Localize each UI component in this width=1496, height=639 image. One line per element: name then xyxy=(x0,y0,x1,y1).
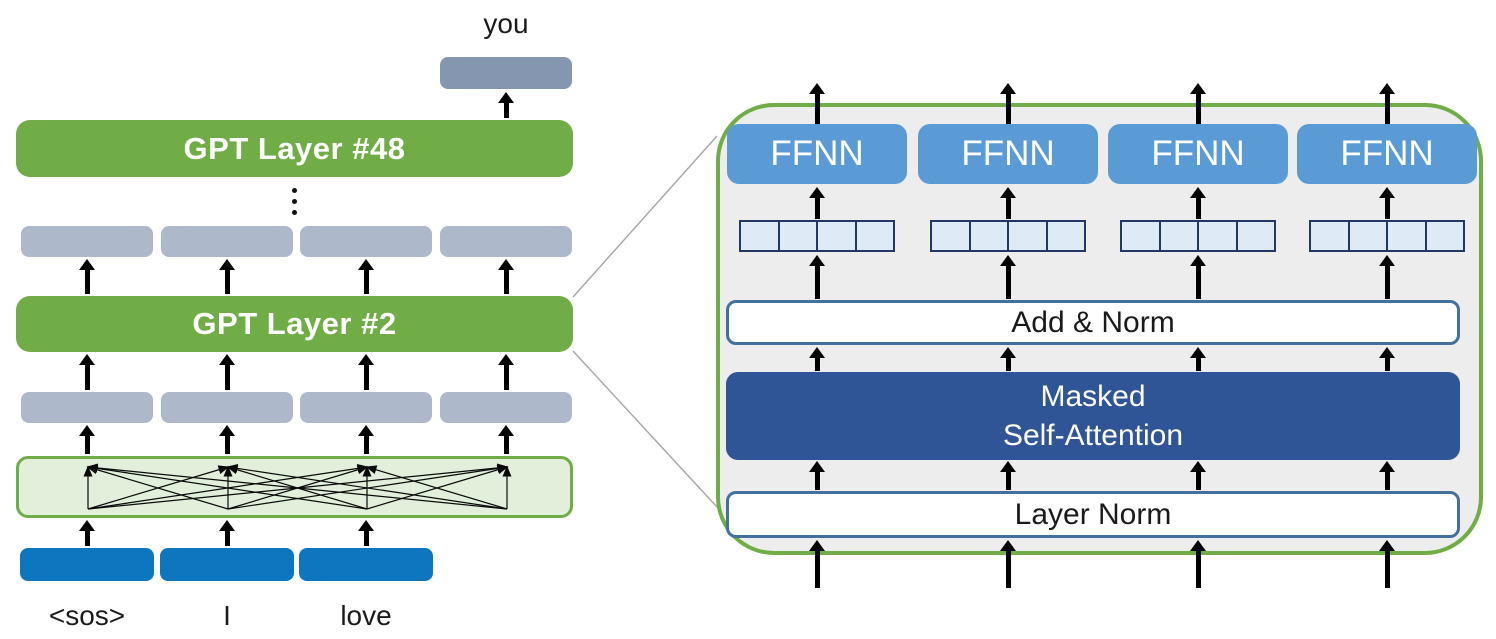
ffnn-label: FFNN xyxy=(1340,134,1434,173)
vector-cells xyxy=(1120,220,1276,252)
arrow-up-icon xyxy=(809,461,825,490)
arrow-up-icon xyxy=(1190,187,1206,219)
callout-line-bottom xyxy=(572,350,718,508)
ellipsis-dots xyxy=(292,188,297,215)
add-norm-label: Add & Norm xyxy=(1011,305,1175,339)
ffnn-box: FFNN xyxy=(1108,124,1288,184)
arrow-up-icon xyxy=(1379,187,1395,219)
arrow-up-icon xyxy=(358,354,374,390)
arrow-up-icon xyxy=(1379,461,1395,490)
gpt-layer-48-label: GPT Layer #48 xyxy=(183,130,406,166)
input-embedding-box xyxy=(160,548,294,581)
output-token-label: you xyxy=(483,8,529,39)
output-vector-box xyxy=(440,57,572,89)
ffnn-label: FFNN xyxy=(961,134,1055,173)
arrow-up-icon xyxy=(498,259,514,294)
masked-self-attention-box: Masked Self-Attention xyxy=(726,372,1460,460)
hidden-state-box xyxy=(300,226,432,257)
arrow-up-icon xyxy=(79,425,95,454)
input-embedding-box xyxy=(20,548,154,581)
callout-line-top xyxy=(572,135,718,298)
arrow-up-icon xyxy=(358,259,374,294)
gpt-layer-2-box: GPT Layer #2 xyxy=(16,296,573,352)
arrow-up-icon xyxy=(219,354,235,390)
gpt-layer-2-label: GPT Layer #2 xyxy=(192,306,397,341)
hidden-state-box xyxy=(161,392,293,423)
ffnn-box: FFNN xyxy=(918,124,1098,184)
arrow-up-icon xyxy=(498,425,514,454)
arrow-up-icon xyxy=(498,92,514,118)
input-embedding-box xyxy=(299,548,433,581)
arrow-up-icon xyxy=(1379,347,1395,371)
ffnn-label: FFNN xyxy=(1151,134,1245,173)
hidden-state-box xyxy=(440,392,572,423)
arrow-up-icon xyxy=(1379,83,1395,124)
arrow-up-icon xyxy=(79,520,95,546)
arrow-up-icon xyxy=(1000,347,1016,371)
arrow-up-icon xyxy=(1000,255,1016,299)
input-token-label: love xyxy=(340,600,392,631)
arrow-up-icon xyxy=(1000,540,1016,588)
arrow-up-icon xyxy=(79,259,95,294)
arrow-up-icon xyxy=(809,540,825,588)
vector-cells xyxy=(739,220,895,252)
arrow-up-icon xyxy=(358,425,374,454)
arrow-up-icon xyxy=(809,83,825,124)
hidden-state-box xyxy=(300,392,432,423)
ffnn-label: FFNN xyxy=(770,134,864,173)
input-token-label: <sos> xyxy=(48,600,126,631)
input-token-label: I xyxy=(223,600,231,631)
arrow-up-icon xyxy=(498,354,514,390)
vector-cells xyxy=(1309,220,1465,252)
arrow-up-icon xyxy=(809,187,825,219)
add-norm-box: Add & Norm xyxy=(726,300,1460,345)
hidden-state-box xyxy=(161,226,293,257)
arrow-up-icon xyxy=(1190,540,1206,588)
hidden-state-box xyxy=(21,392,153,423)
layer-norm-label: Layer Norm xyxy=(1014,497,1172,531)
ffnn-box: FFNN xyxy=(1297,124,1477,184)
arrow-up-icon xyxy=(358,520,374,546)
arrow-up-icon xyxy=(1190,83,1206,124)
masked-attention-label-line1: Masked xyxy=(1040,380,1146,413)
arrow-up-icon xyxy=(1190,461,1206,490)
attention-pattern-box xyxy=(16,456,573,518)
arrow-up-icon xyxy=(809,255,825,299)
hidden-state-box xyxy=(21,226,153,257)
arrow-up-icon xyxy=(79,354,95,390)
layer-norm-box: Layer Norm xyxy=(726,491,1460,538)
attention-lines-graphic xyxy=(83,463,512,510)
arrow-up-icon xyxy=(1190,255,1206,299)
hidden-state-box xyxy=(440,226,572,257)
arrow-up-icon xyxy=(1190,347,1206,371)
vector-cells xyxy=(930,220,1086,252)
arrow-up-icon xyxy=(1379,540,1395,588)
arrow-up-icon xyxy=(1000,187,1016,219)
arrow-up-icon xyxy=(1379,255,1395,299)
masked-attention-label-line2: Self-Attention xyxy=(1002,419,1184,452)
arrow-up-icon xyxy=(809,347,825,371)
ffnn-box: FFNN xyxy=(727,124,907,184)
arrow-up-icon xyxy=(219,259,235,294)
arrow-up-icon xyxy=(1000,461,1016,490)
arrow-up-icon xyxy=(219,425,235,454)
arrow-up-icon xyxy=(1000,83,1016,124)
arrow-up-icon xyxy=(219,520,235,546)
gpt-layer-48-box: GPT Layer #48 xyxy=(16,120,573,177)
